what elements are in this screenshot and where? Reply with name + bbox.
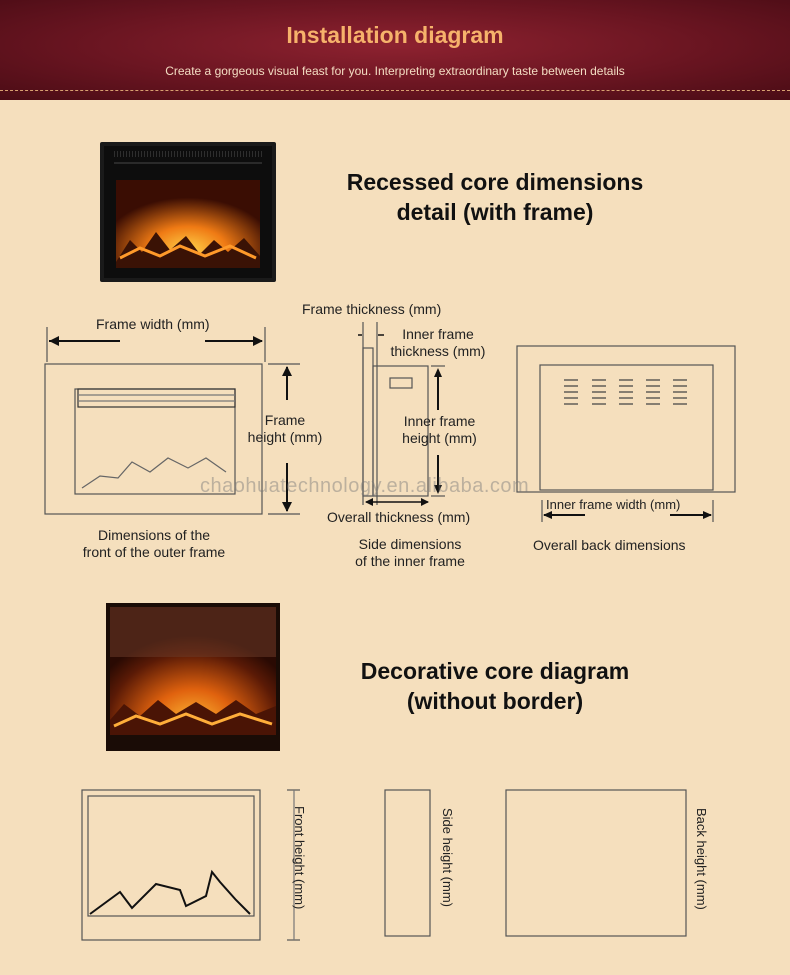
header-stitch-line xyxy=(0,90,790,91)
inner-frame-thickness-label-line2: thickness (mm) xyxy=(390,343,486,359)
front-outer-frame-drawing xyxy=(44,327,300,515)
page-subtitle: Create a gorgeous visual feast for you. … xyxy=(165,64,625,78)
frame-height-label: Frame height (mm) xyxy=(240,412,330,446)
overall-thickness-label: Overall thickness (mm) xyxy=(327,509,471,525)
frame-height-label-line2: height (mm) xyxy=(247,429,323,445)
side-inner-frame-caption-line1: Side dimensions xyxy=(358,536,462,552)
page-title: Installation diagram xyxy=(286,22,504,48)
decorative-front-drawing xyxy=(81,789,300,941)
decorative-back-drawing xyxy=(505,789,687,937)
recessed-core-heading-line1: Recessed core dimensions xyxy=(346,169,644,195)
front-frame-caption-line2: front of the outer frame xyxy=(82,544,226,560)
recessed-core-heading-line2: detail (with frame) xyxy=(396,199,594,225)
decorative-core-heading-line1: Decorative core diagram xyxy=(360,658,630,684)
inner-frame-height-label: Inner frame height (mm) xyxy=(392,413,487,447)
frame-height-label-line1: Frame xyxy=(264,412,306,428)
inner-frame-thickness-label-line1: Inner frame xyxy=(402,326,474,342)
front-frame-caption-line1: Dimensions of the xyxy=(97,527,211,543)
frame-thickness-label: Frame thickness (mm) xyxy=(302,301,442,317)
side-inner-frame-drawing xyxy=(358,322,445,506)
decorative-core-heading: Decorative core diagram (without border) xyxy=(330,656,660,716)
front-height-label: Front height (mm) xyxy=(292,806,307,910)
frame-width-label: Frame width (mm) xyxy=(96,316,210,332)
back-overall-drawing xyxy=(516,345,736,522)
recessed-core-heading: Recessed core dimensions detail (with fr… xyxy=(320,167,670,227)
back-height-label: Back height (mm) xyxy=(694,808,709,910)
header-banner xyxy=(0,0,790,100)
watermark-text: chaohuatechnology.en.alibaba.com xyxy=(200,475,530,497)
inner-frame-width-label: Inner frame width (mm) xyxy=(546,497,681,512)
decorative-side-drawing xyxy=(384,789,431,937)
side-height-label: Side height (mm) xyxy=(440,808,455,907)
inner-frame-thickness-label: Inner frame thickness (mm) xyxy=(382,326,494,360)
fireplace-photo-without-border xyxy=(106,603,280,751)
side-inner-frame-caption-line2: of the inner frame xyxy=(355,553,465,569)
side-inner-frame-caption: Side dimensions of the inner frame xyxy=(340,536,480,570)
inner-frame-height-label-line1: Inner frame xyxy=(403,413,476,429)
fireplace-photo-with-frame xyxy=(100,142,276,282)
decorative-core-heading-line2: (without border) xyxy=(406,688,584,714)
front-frame-caption: Dimensions of the front of the outer fra… xyxy=(60,527,248,561)
inner-frame-height-label-line2: height (mm) xyxy=(402,430,477,446)
back-dimensions-caption: Overall back dimensions xyxy=(533,537,686,553)
